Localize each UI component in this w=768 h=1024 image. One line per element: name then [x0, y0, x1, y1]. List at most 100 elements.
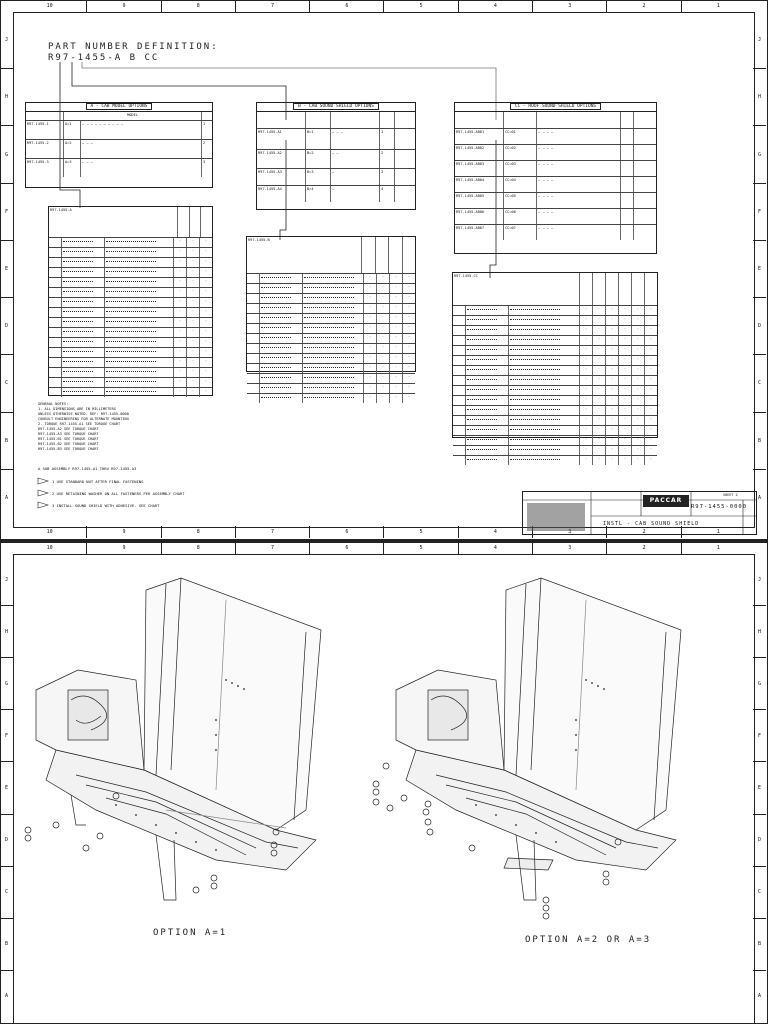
table-row: ······ [453, 396, 657, 406]
title-block: PACCAR R97-1455-0000 INSTL - CAB SOUND S… [522, 491, 757, 535]
callout-balloons [24, 792, 280, 894]
zone-label: B [753, 917, 766, 970]
table-row: ··· [49, 368, 212, 378]
table-cell: R97-1455-A3 [257, 169, 306, 185]
mechanism-block [427, 689, 469, 741]
note-line: R97-1455-B2 SEE TORQUE CHART [38, 442, 99, 446]
zone-label: G [0, 657, 13, 709]
table-row: ··· [49, 338, 212, 348]
table-cell: CC=02 [504, 145, 537, 160]
table-row: ······ [453, 356, 657, 366]
table-cell: B=2 [306, 150, 331, 168]
zone-label: D [753, 813, 766, 866]
table-row: ··· [49, 358, 212, 368]
zone-label: J [4, 37, 8, 44]
table-row: ······ [453, 376, 657, 386]
table-row: ···· [247, 354, 415, 364]
table-row: ··· [49, 238, 212, 248]
table-cell: B=3 [306, 169, 331, 185]
zone-label: J [4, 576, 8, 583]
floor-panel [405, 749, 677, 871]
zone-label: J [757, 576, 761, 583]
table-row: ···· [247, 324, 415, 334]
table-cell: R97-1455-AB06 [455, 209, 504, 224]
leader-lines [59, 62, 497, 278]
table-cell: 3 [203, 160, 206, 164]
zone-label: 3 [532, 0, 606, 12]
parts-list-cc-label: R97-1455-CC [454, 274, 478, 278]
table-cell: 2 [380, 150, 395, 168]
sound-shield-options-table: B - CAB SOUND SHIELD OPTIONS R97-1455-A1… [256, 102, 416, 210]
view-caption-right: OPTION A=2 OR A=3 [525, 935, 652, 945]
flag-note-text: 3 INSTALL SOUND SHIELD WITH ADHESIVE. SE… [52, 502, 160, 508]
zone-label: 1 [680, 542, 755, 554]
table-cell: R97-1455-1 [26, 121, 64, 139]
table-cell: R97-1455-AB07 [455, 225, 504, 240]
table-cell: R97-1455-AB04 [455, 177, 504, 192]
parts-list-b-label: R97-1455-B [248, 238, 270, 242]
zone-label: E [753, 239, 766, 297]
zone-label: F [0, 709, 13, 761]
zone-label: 8 [160, 542, 235, 554]
zone-label: C [753, 865, 766, 918]
table-row: ······ [453, 436, 657, 446]
zone-label: 10 [46, 529, 53, 535]
zone-label: 7 [234, 542, 309, 554]
zone-label: H [753, 68, 766, 125]
flag-triangle-icon [37, 477, 50, 485]
drawing-number: R97-1455-0000 [691, 504, 748, 510]
note-line: R97-1455-B3 SEE TORQUE CHART [38, 447, 99, 451]
parts-list-a: R97-1455-A ·····························… [48, 206, 213, 397]
table-row: ······ [453, 456, 657, 465]
zone-label: 1 [680, 0, 755, 12]
zone-label: 6 [309, 526, 383, 538]
zone-label: D [0, 813, 13, 866]
table-row: ··· [49, 328, 212, 338]
table-cell: R97-1455-2 [26, 140, 64, 158]
mechanism-block [67, 689, 109, 741]
parts-list-b: R97-1455-B ·····························… [246, 236, 416, 403]
zone-label: 3 [532, 526, 606, 538]
zone-label: G [753, 125, 766, 182]
table-cell: CC=03 [504, 161, 537, 176]
leader-b [71, 62, 287, 120]
table-row: ··· [49, 258, 212, 268]
table-cell: A=3 [64, 159, 81, 177]
table-row: ······ [453, 446, 657, 456]
callout-balloons [372, 762, 622, 920]
part-number-heading: PART NUMBER DEFINITION: [48, 42, 219, 52]
zone-label: 4 [457, 0, 532, 12]
sound-shield-options-header: B - CAB SOUND SHIELD OPTIONS [293, 103, 379, 110]
table-row: ··· [49, 388, 212, 397]
zone-label: C [753, 354, 766, 411]
zone-label: 5 [383, 0, 457, 12]
part-number-definition: PART NUMBER DEFINITION: R97-1455-A B CC [48, 42, 219, 64]
leader-cc-down [489, 140, 497, 278]
zone-label: 10 [46, 545, 53, 551]
table-cell: 4 [380, 186, 395, 202]
zone-label: A [753, 969, 766, 1022]
table-cell: R97-1455-A4 [257, 186, 306, 202]
zone-label: C [0, 354, 13, 411]
zone-label: 8 [160, 526, 235, 538]
table-cell: R97-1455-AB01 [455, 129, 504, 144]
zone-label: B [753, 411, 766, 469]
zone-label: 3 [532, 542, 606, 554]
table-row: ···· [247, 314, 415, 324]
flag-note-1: 1 USE STANDARD NUT AFTER FINAL FASTENING [37, 477, 143, 485]
zone-label: 1 [680, 526, 755, 538]
table-cell: R97-1455-AB02 [455, 145, 504, 160]
table-row: ··· [49, 318, 212, 328]
zone-label: 7 [234, 526, 309, 538]
table-cell: 1 [380, 129, 395, 149]
table-cell: R97-1455-A2 [257, 150, 306, 168]
table-row: ······ [453, 386, 657, 396]
table-cell: R97-1455-A1 [257, 129, 306, 149]
table-row: ···· [247, 284, 415, 294]
table-row: ··· [49, 308, 212, 318]
